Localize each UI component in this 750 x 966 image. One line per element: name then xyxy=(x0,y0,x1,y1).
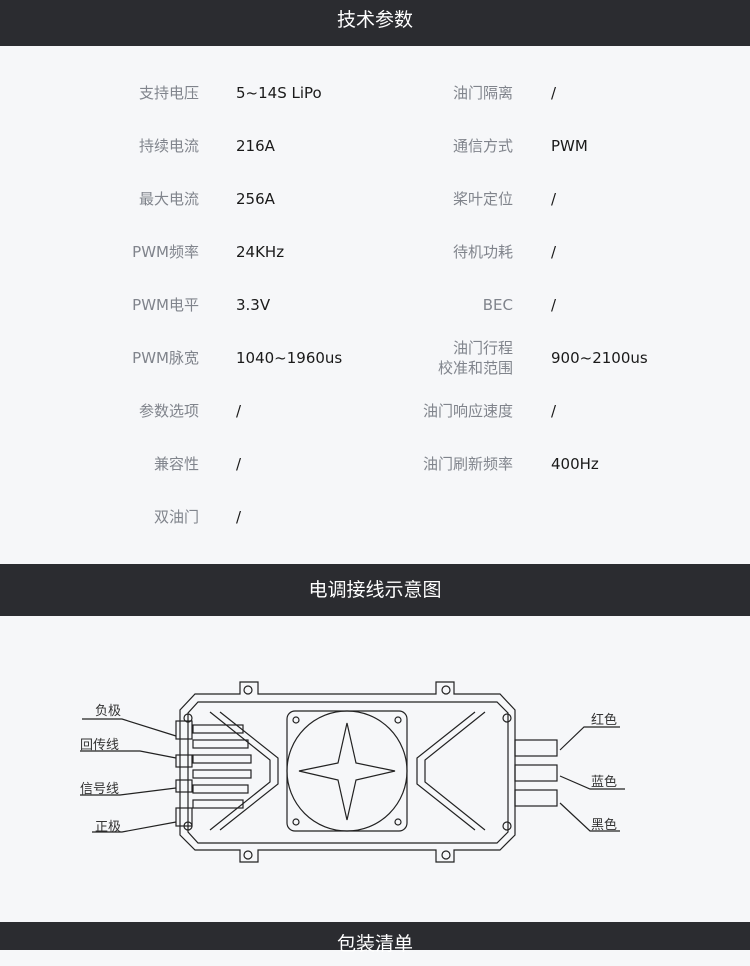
spec-value: / xyxy=(551,402,557,420)
section-header-wiring: 电调接线示意图 xyxy=(0,564,750,616)
section-title: 包装清单 xyxy=(336,933,413,955)
label-signal: 信号线 xyxy=(80,782,120,797)
spec-label: 最大电流 xyxy=(138,190,199,208)
spec-value: 256A xyxy=(236,190,275,208)
spec-label: 支持电压 xyxy=(138,84,199,102)
spec-label: 持续电流 xyxy=(138,137,199,155)
spec-label: PWM电平 xyxy=(132,296,199,314)
spec-label: 待机功耗 xyxy=(452,243,513,261)
spec-value: 3.3V xyxy=(236,296,271,314)
spec-label: 油门隔离 xyxy=(452,84,513,102)
section-header-package: 包装清单 xyxy=(0,922,750,955)
spec-value: 5~14S LiPo xyxy=(236,84,322,102)
spec-value: / xyxy=(236,508,242,526)
esc-drawing xyxy=(80,681,625,863)
spec-label: 油门刷新频率 xyxy=(422,455,513,473)
spec-label: 兼容性 xyxy=(153,455,199,473)
spec-value: / xyxy=(236,402,242,420)
wiring-diagram: 负极 回传线 信号线 正极 红色 蓝色 黑色 xyxy=(0,616,750,926)
label-negative: 负极 xyxy=(95,704,122,719)
label-black: 黑色 xyxy=(591,818,618,833)
spec-value: / xyxy=(236,455,242,473)
spec-label: PWM脉宽 xyxy=(132,349,199,367)
spec-label: BEC xyxy=(482,296,513,314)
section-title: 电调接线示意图 xyxy=(308,579,442,601)
spec-value: / xyxy=(551,243,557,261)
label-blue: 蓝色 xyxy=(591,775,618,790)
label-positive: 正极 xyxy=(95,820,122,835)
spec-label: PWM频率 xyxy=(132,243,199,261)
spec-value: / xyxy=(551,84,557,102)
section-title: 技术参数 xyxy=(336,9,413,31)
spec-label: 双油门 xyxy=(153,508,199,526)
spec-value: 216A xyxy=(236,137,275,155)
spec-value: / xyxy=(551,190,557,208)
spec-value: PWM xyxy=(551,137,588,155)
spec-value: 24KHz xyxy=(236,243,285,261)
spec-value: 400Hz xyxy=(551,455,599,473)
spec-label: 油门行程 校准和范围 xyxy=(437,339,513,377)
label-red: 红色 xyxy=(591,713,618,728)
spec-label: 通信方式 xyxy=(452,137,513,155)
spec-label: 油门响应速度 xyxy=(422,402,513,420)
spec-label: 参数选项 xyxy=(138,402,199,420)
section-header-specs: 技术参数 xyxy=(0,0,750,46)
spec-label: 桨叶定位 xyxy=(452,190,513,208)
spec-value: 1040~1960us xyxy=(236,349,343,367)
label-telemetry: 回传线 xyxy=(80,738,120,753)
spec-value: 900~2100us xyxy=(551,349,648,367)
spec-value: / xyxy=(551,296,557,314)
